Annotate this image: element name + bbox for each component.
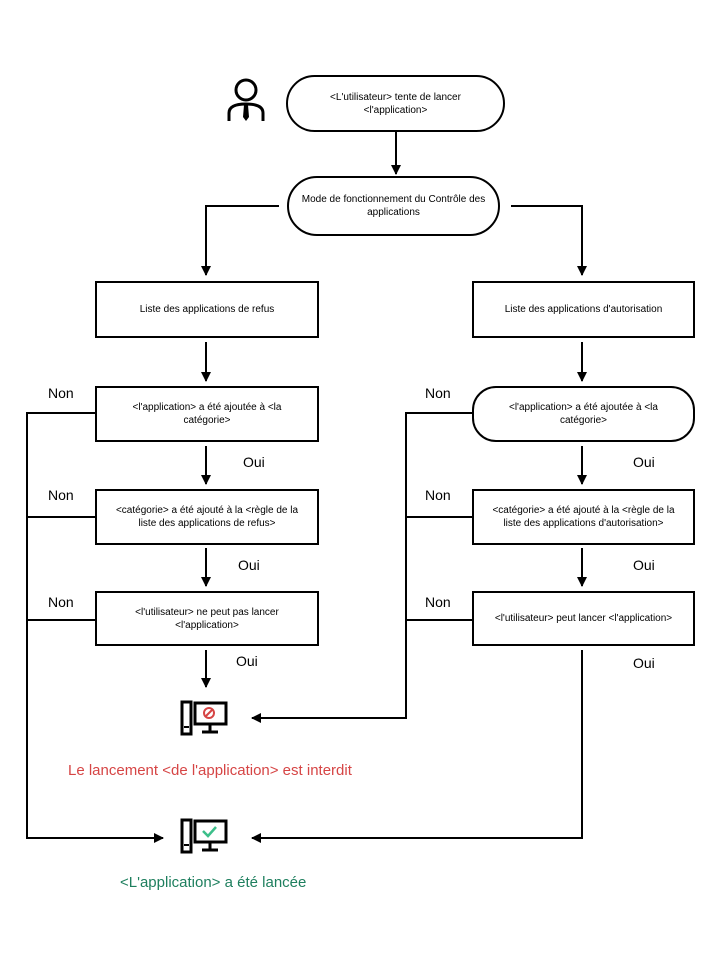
arrow-allow-no-to-blocked — [251, 412, 472, 723]
computer-blocked-icon — [180, 700, 228, 736]
label-yes: Oui — [238, 557, 260, 573]
outcome-launched-text: <L'application> a été lancée — [120, 874, 307, 891]
label-yes: Oui — [633, 655, 655, 671]
mode-node: Mode de fonctionnement du Contrôle des a… — [287, 176, 500, 236]
label-no: Non — [425, 385, 451, 401]
start-node: <L'utilisateur> tente de lancer <l'appli… — [286, 75, 505, 132]
arrow-deny-no-to-launched — [26, 412, 164, 843]
arrow-mode-to-allow-list — [511, 205, 587, 276]
deny-rule-node: <catégorie> a été ajouté à la <règle de … — [95, 489, 319, 545]
label-yes: Oui — [633, 454, 655, 470]
label-no: Non — [48, 385, 74, 401]
computer-allowed-icon — [180, 818, 228, 854]
user-icon — [227, 78, 265, 121]
label-no: Non — [48, 594, 74, 610]
label-yes: Oui — [633, 557, 655, 573]
allow-added-node: <l'application> a été ajoutée à <la caté… — [472, 386, 695, 442]
label-no: Non — [48, 487, 74, 503]
label-yes: Oui — [236, 653, 258, 669]
label-yes: Oui — [243, 454, 265, 470]
allow-rule-node: <catégorie> a été ajouté à la <règle de … — [472, 489, 695, 545]
outcome-blocked-text: Le lancement <de l'application> est inte… — [68, 762, 352, 779]
deny-list-node: Liste des applications de refus — [95, 281, 319, 338]
allow-list-node: Liste des applications d'autorisation — [472, 281, 695, 338]
allow-final-node: <l'utilisateur> peut lancer <l'applicati… — [472, 591, 695, 646]
label-no: Non — [425, 487, 451, 503]
label-no: Non — [425, 594, 451, 610]
deny-final-node: <l'utilisateur> ne peut pas lancer <l'ap… — [95, 591, 319, 646]
arrow-allow-final-to-launched — [251, 650, 583, 843]
deny-added-node: <l'application> a été ajoutée à <la caté… — [95, 386, 319, 442]
arrow-mode-to-deny-list — [201, 205, 279, 276]
